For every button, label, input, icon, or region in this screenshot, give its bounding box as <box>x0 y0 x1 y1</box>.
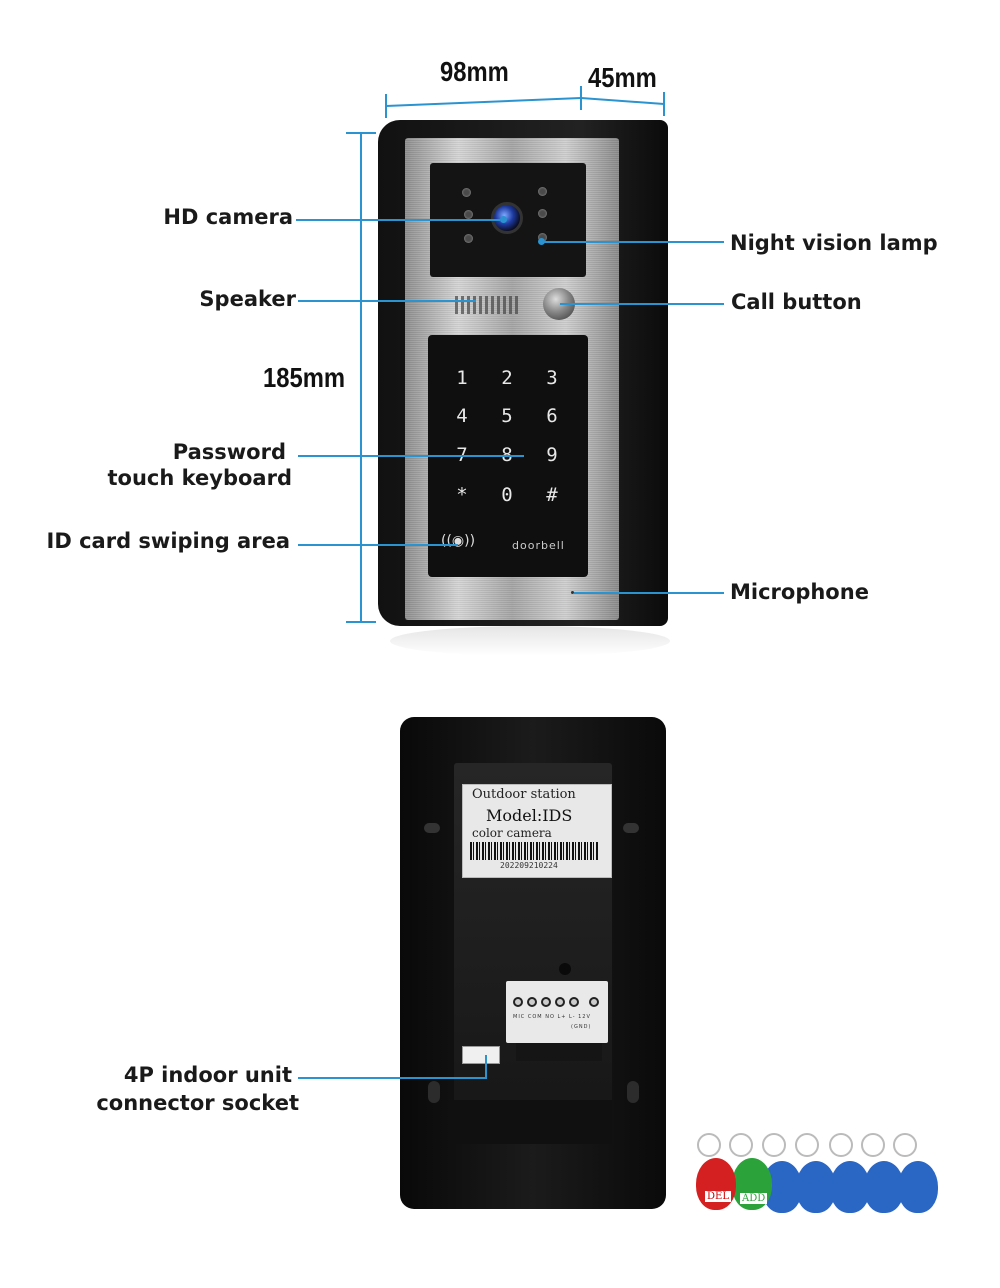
del-tag-label: DEL <box>705 1191 731 1202</box>
callout-dot <box>500 216 507 223</box>
callout-connector-line2: connector socket <box>96 1091 299 1115</box>
callout-night-vision: Night vision lamp <box>730 231 938 255</box>
keypad-key[interactable]: # <box>546 484 558 506</box>
night-vision-led <box>538 187 547 196</box>
callout-id-card: ID card swiping area <box>46 529 290 553</box>
mounting-slot <box>627 1081 639 1103</box>
callout-line <box>574 592 724 594</box>
speaker-grille <box>455 296 519 314</box>
callout-dot <box>538 238 545 245</box>
terminal-screw <box>555 997 565 1007</box>
terminal-base <box>516 1043 602 1061</box>
callout-line <box>298 544 458 546</box>
microphone-hole <box>571 591 574 594</box>
height-dimension-label: 185mm <box>263 362 346 393</box>
night-vision-led <box>538 233 547 242</box>
night-vision-led <box>464 210 473 219</box>
back-cable-slot <box>454 1100 612 1144</box>
blue-rfid-tag <box>898 1161 938 1213</box>
keypad-key[interactable]: 0 <box>501 484 513 506</box>
rfid-icon: ((◉)) <box>441 533 476 549</box>
callout-password-line1: Password <box>172 440 286 464</box>
mounting-hole <box>623 823 639 833</box>
barcode <box>470 842 598 860</box>
key-ring <box>795 1133 819 1157</box>
del-rfid-tag <box>696 1158 736 1210</box>
sticker-title: Outdoor station <box>472 787 576 802</box>
night-vision-led <box>462 188 471 197</box>
keypad-key[interactable]: 3 <box>546 367 558 389</box>
key-ring <box>829 1133 853 1157</box>
callout-line <box>298 455 524 457</box>
back-screw <box>559 963 571 975</box>
callout-line <box>298 1077 486 1079</box>
sticker-model: Model:IDS <box>486 806 573 825</box>
night-vision-led <box>538 209 547 218</box>
keypad-key[interactable]: * <box>456 484 468 506</box>
callout-hd-camera: HD camera <box>163 205 293 229</box>
callout-line <box>560 303 724 305</box>
brand-logo: doorbell <box>512 539 565 552</box>
callout-password-line2: touch keyboard <box>107 466 292 490</box>
dimension-lines <box>346 86 665 623</box>
keypad-key[interactable]: 2 <box>501 367 513 389</box>
mounting-slot <box>428 1081 440 1103</box>
keypad-key[interactable]: 6 <box>546 405 558 427</box>
add-tag-label: ADD <box>740 1193 768 1204</box>
key-ring <box>697 1133 721 1157</box>
hd-camera-lens <box>491 202 523 234</box>
blue-rfid-tag <box>830 1161 870 1213</box>
front-reflection <box>390 626 670 656</box>
keypad-key[interactable]: 4 <box>456 405 468 427</box>
callout-line <box>298 300 476 302</box>
terminal-sublabel: (GND) <box>571 1024 592 1030</box>
4p-connector-socket <box>462 1046 500 1064</box>
terminal-labels: MIC COM NO L+ L- 12V <box>513 1014 591 1020</box>
keypad-key[interactable]: 5 <box>501 405 513 427</box>
callout-call-button: Call button <box>731 290 862 314</box>
night-vision-led <box>464 234 473 243</box>
terminal-screw <box>541 997 551 1007</box>
width-dimension-label: 98mm <box>440 56 509 87</box>
mounting-hole <box>424 823 440 833</box>
sticker-type: color camera <box>472 826 552 840</box>
keypad-key[interactable]: 9 <box>546 444 558 466</box>
terminal-screw <box>527 997 537 1007</box>
blue-rfid-tag <box>796 1161 836 1213</box>
wiring-terminal-block <box>506 981 608 1043</box>
key-ring <box>861 1133 885 1157</box>
blue-rfid-tag <box>864 1161 904 1213</box>
terminal-screw <box>589 997 599 1007</box>
key-ring <box>729 1133 753 1157</box>
callout-connector-line1: 4P indoor unit <box>123 1063 292 1087</box>
callout-line <box>485 1055 487 1079</box>
callout-microphone: Microphone <box>730 580 869 604</box>
key-ring <box>762 1133 786 1157</box>
depth-dimension-label: 45mm <box>588 62 657 93</box>
terminal-screw <box>513 997 523 1007</box>
keypad-key[interactable]: 1 <box>456 367 468 389</box>
callout-speaker: Speaker <box>199 287 296 311</box>
sticker-serial: 202209210224 <box>500 861 558 870</box>
callout-line <box>296 219 500 221</box>
product-label-sticker <box>462 784 612 878</box>
terminal-screw <box>569 997 579 1007</box>
key-ring <box>893 1133 917 1157</box>
callout-line <box>540 241 724 243</box>
